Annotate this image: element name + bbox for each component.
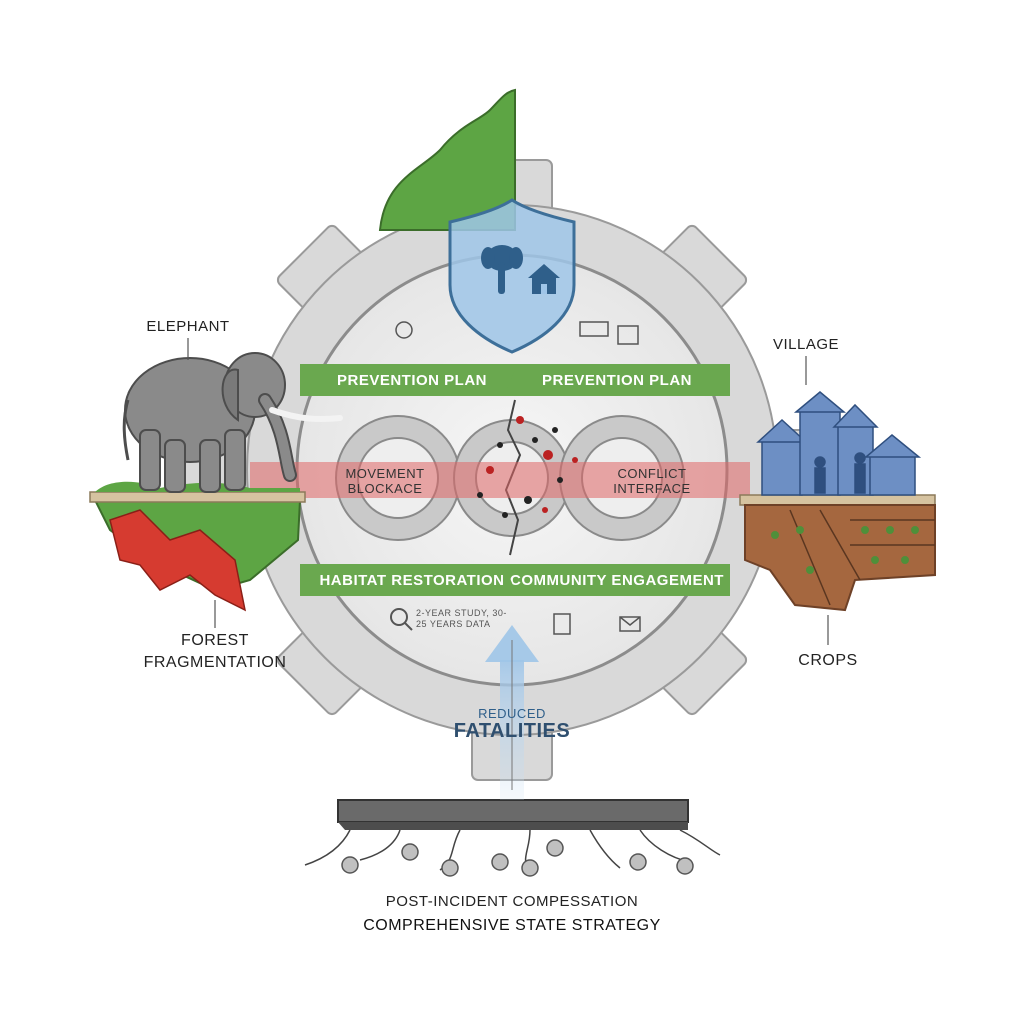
house-icon (528, 264, 560, 294)
top-forest (378, 88, 516, 231)
document-icon (553, 613, 571, 635)
left-platform (89, 481, 306, 612)
habitat-restoration-banner: HABITAT RESTORATION (300, 564, 524, 596)
village-illustration (756, 391, 922, 496)
callout-lines (187, 338, 829, 645)
coin-icon (341, 839, 694, 877)
reduced-label: REDUCED (478, 706, 546, 721)
prevention-plan-left-banner: PREVENTION PLAN (300, 364, 524, 396)
magnifier-icon (390, 608, 413, 631)
state-strategy-label: COMPREHENSIVE STATE STRATEGY (363, 917, 661, 934)
debris (477, 416, 578, 518)
community-engagement-banner: COMMUNITY ENGAGEMENT (504, 564, 730, 596)
badge-icon (395, 321, 413, 339)
envelope-icon (619, 616, 641, 632)
fatalities-label: FATALITIES (453, 720, 571, 742)
roots (304, 829, 721, 871)
post-incident-label: POST-INCIDENT COMPESSATION (385, 893, 639, 910)
prevention-plan-right-label: PREVENTION PLAN (541, 371, 692, 389)
shield-icon (448, 198, 576, 354)
crops-label: CROPS (798, 652, 858, 669)
village-label: VILLAGE (772, 336, 840, 353)
prevention-plan-left-label: PREVENTION PLAN (336, 371, 487, 389)
movement-blockage-label: MOVEMENT BLOCKACE (345, 466, 425, 496)
forest-fragmentation-label: FOREST FRAGMENTATION (143, 632, 287, 671)
community-engagement-label: COMMUNITY ENGAGEMENT (510, 571, 724, 589)
elephant-illustration (122, 352, 343, 493)
upward-arrow (485, 625, 539, 800)
small-box-icons (579, 321, 639, 345)
conflict-interface-label: CONFLICT INTERFACE (613, 466, 691, 496)
elephant-icon (481, 245, 523, 294)
elephant-label: ELEPHANT (146, 318, 230, 335)
conflict-band (250, 462, 750, 498)
habitat-restoration-label: HABITAT RESTORATION (319, 571, 505, 589)
prevention-plan-right-banner: PREVENTION PLAN (504, 364, 730, 396)
study-note: 2-YEAR STUDY, 30-25 YEARS DATA (416, 608, 507, 629)
foundation-slab (337, 799, 689, 830)
right-platform (739, 494, 936, 612)
